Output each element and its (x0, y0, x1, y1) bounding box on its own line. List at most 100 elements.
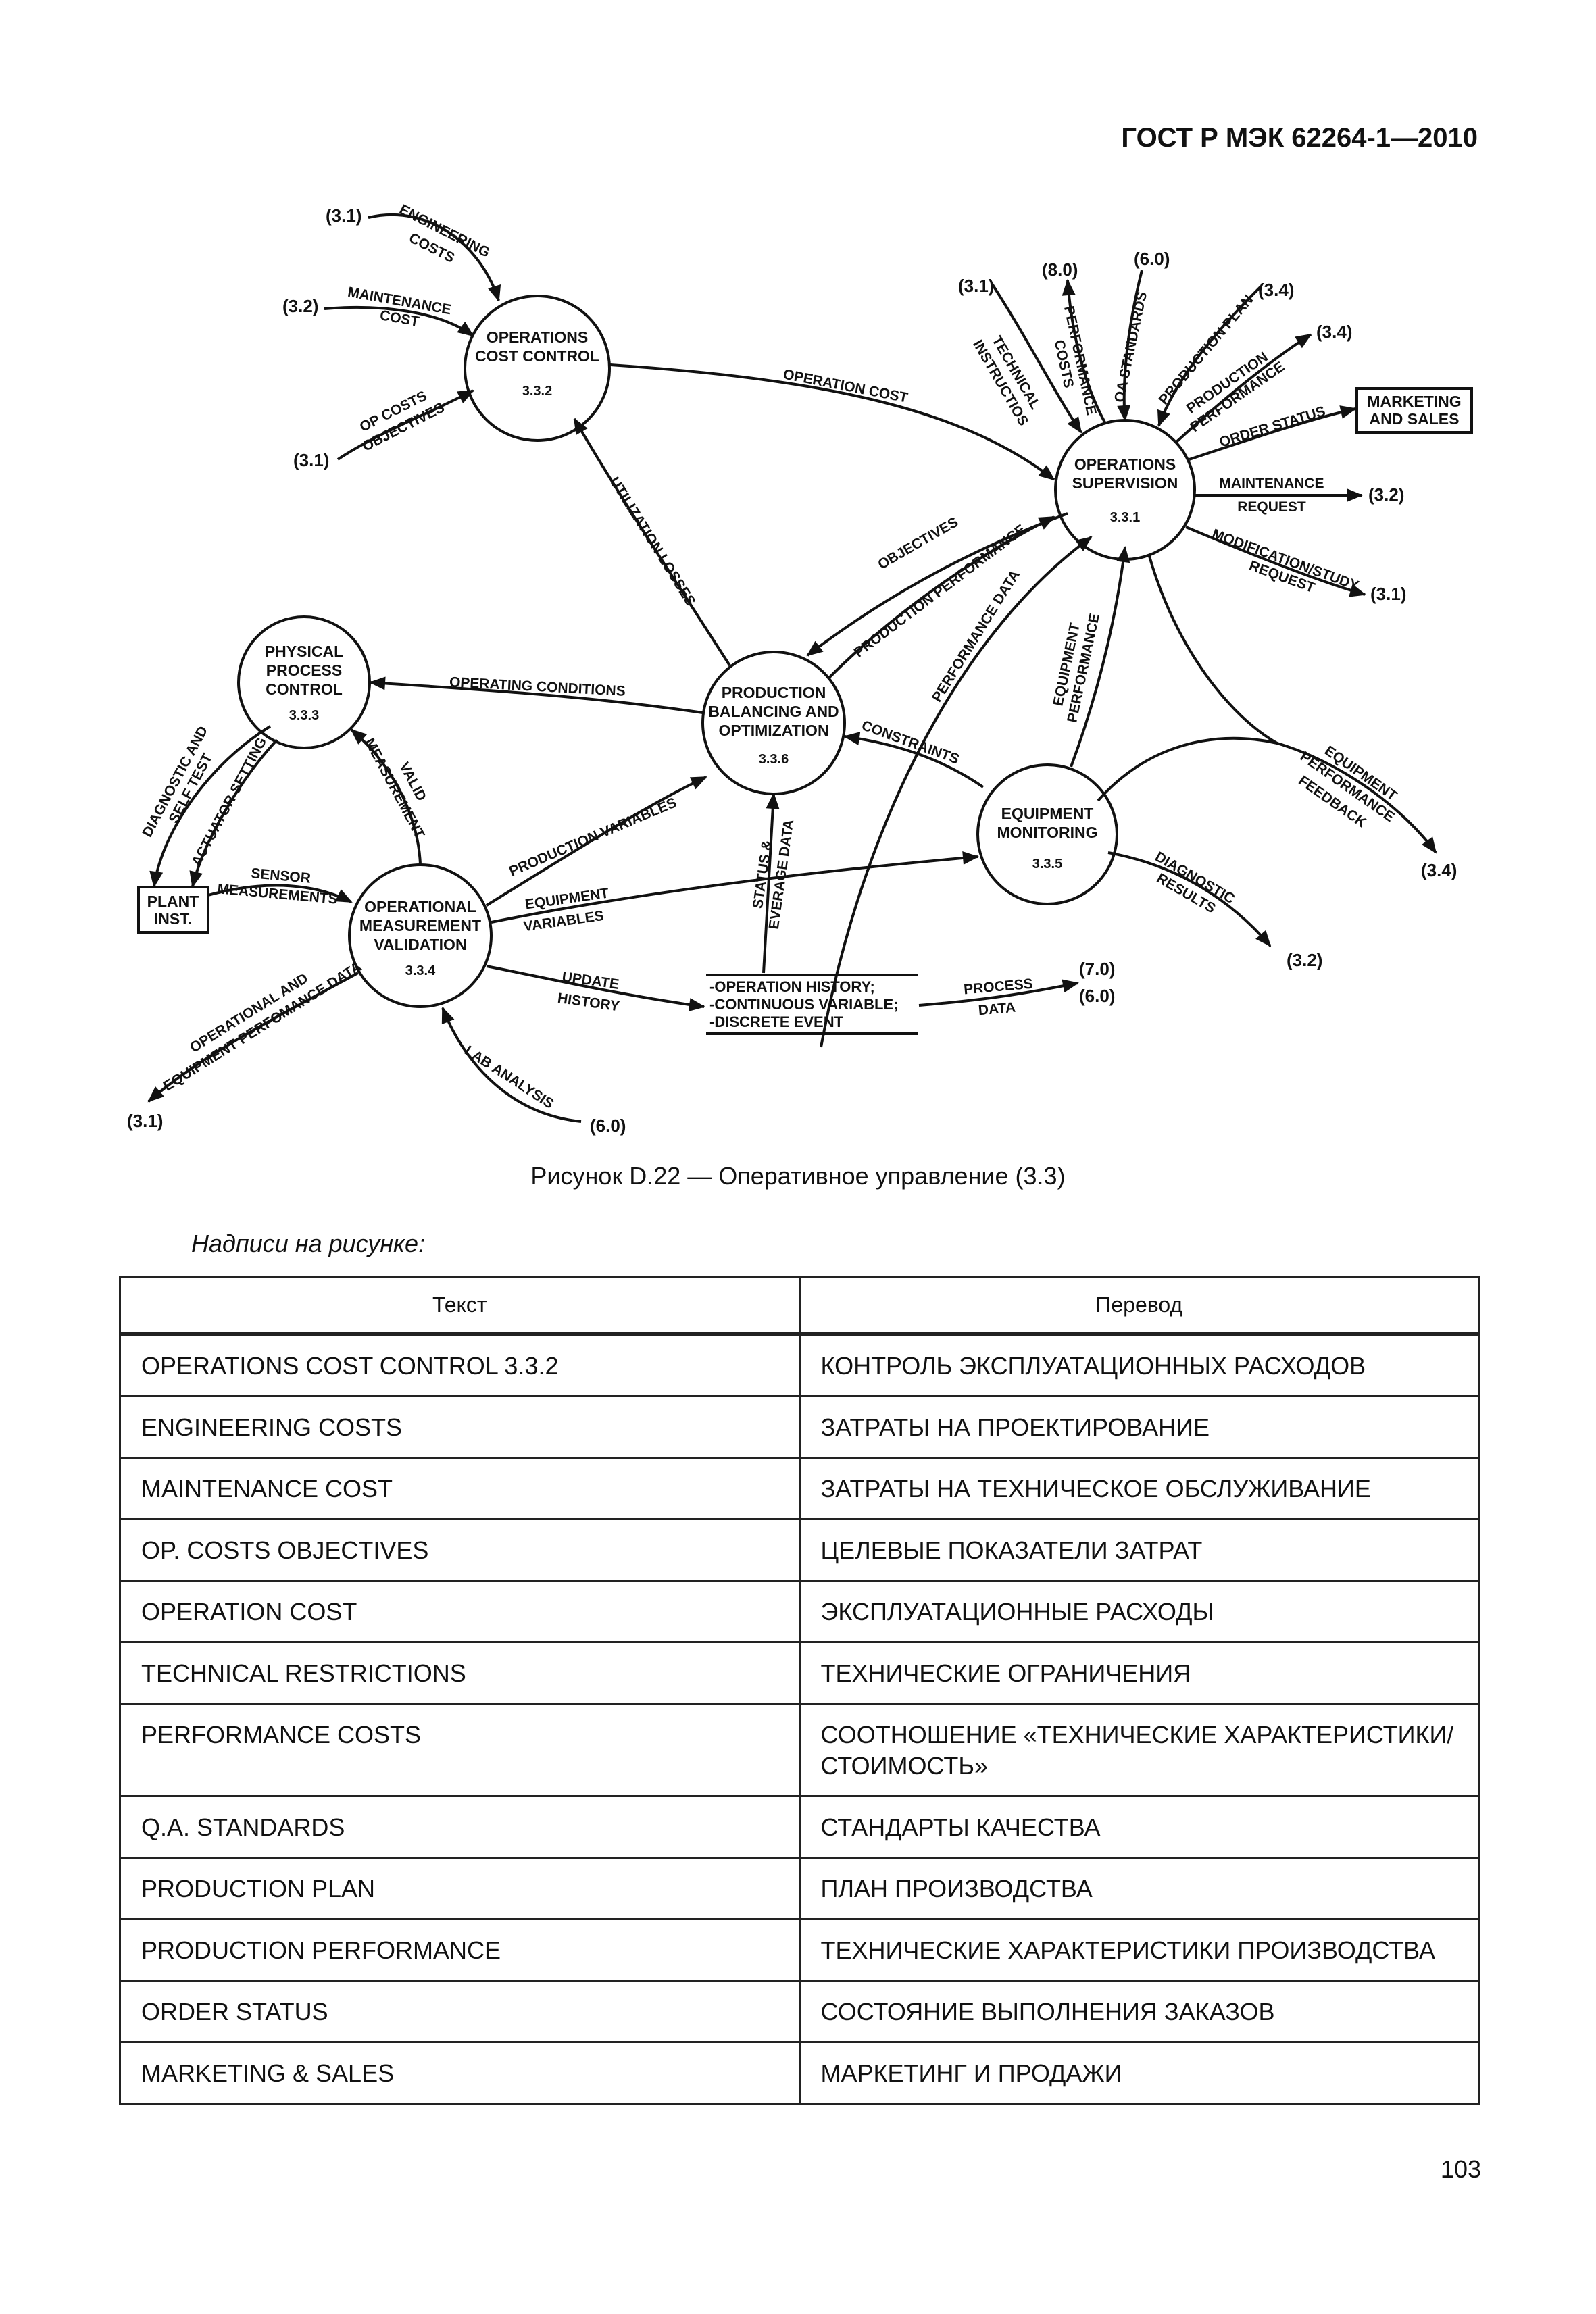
flow-process-data (918, 979, 1079, 1007)
node-cost-control-number: 3.3.2 (522, 384, 552, 399)
column-header: Текст (119, 1276, 801, 1334)
node-cost-control-label-1: OPERATIONS (487, 328, 588, 346)
standard-header: ГОСТ Р МЭК 62264-1—2010 (1121, 123, 1478, 153)
ref-label: (3.4) (1316, 322, 1352, 342)
flow-objectives (806, 512, 1068, 657)
node-monitoring-label-1: EQUIPMENT (1001, 805, 1094, 822)
flow-label-lab-analysis: LAB ANALYSIS (462, 1042, 556, 1111)
table-cell: MARKETING & SALES (119, 2041, 801, 2105)
table-cell: PRODUCTION PLAN (119, 1857, 801, 1920)
flow-operation-cost (609, 363, 1055, 481)
ref-label: (3.2) (282, 296, 318, 316)
box-plant (137, 886, 209, 934)
table-cell: Q.A. STANDARDS (119, 1795, 801, 1859)
node-balancing-label-1: PRODUCTION (722, 684, 826, 701)
table-cell: ЗАТРАТЫ НА ТЕХНИЧЕСКОЕ ОБСЛУЖИВАНИЕ (798, 1457, 1480, 1520)
flow-label-update-history-1: UPDATE (561, 969, 620, 992)
node-balancing-number: 3.3.6 (759, 752, 789, 767)
node-supervision-label-1: OPERATIONS (1074, 455, 1176, 473)
table-cell: СООТНОШЕНИЕ «ТЕХНИЧЕСКИЕ ХАРАКТЕРИСТИКИ/… (798, 1703, 1480, 1797)
flow-operational-equipment (147, 972, 359, 1103)
table-cell: OPERATION COST (119, 1580, 801, 1643)
flow-production-performance-out (1174, 333, 1312, 444)
flow-production-plan (1157, 286, 1262, 427)
table-divider (119, 1332, 1480, 1335)
table-cell: PRODUCTION PERFORMANCE (119, 1918, 801, 1982)
node-validation-label-1: OPERATIONAL (364, 898, 476, 915)
flow-performance-costs (1062, 279, 1106, 423)
flow-status (762, 793, 780, 974)
flow-utilization (573, 418, 731, 667)
ref-label: (3.1) (293, 450, 329, 470)
table-cell: МАРКЕТИНГ И ПРОДАЖИ (798, 2041, 1480, 2105)
box-marketing (1355, 387, 1473, 434)
flow-maintenance-cost (324, 305, 474, 337)
node-physical-label-1: PHYSICAL (265, 643, 343, 660)
node-physical-label-3: CONTROL (266, 680, 343, 698)
flow-label-order-status: ORDER STATUS (1218, 403, 1327, 451)
table-cell: TECHNICAL RESTRICTIONS (119, 1641, 801, 1705)
flow-label-process-data-2: DATA (978, 1000, 1016, 1019)
figure-caption: Рисунок D.22 — Оперативное управление (3… (530, 1162, 1066, 1190)
node-balancing-label-2: BALANCING AND (708, 703, 839, 720)
ref-label: (3.1) (1370, 584, 1406, 604)
flow-engineering (368, 213, 501, 302)
translation-table: Текст Перевод OPERATIONS COST CONTROL 3.… (119, 1276, 1480, 2105)
flow-technical (991, 282, 1082, 434)
ref-label: (3.4) (1421, 860, 1457, 880)
node-physical-number: 3.3.3 (289, 708, 319, 723)
flow-op-costs (336, 389, 474, 461)
table-cell: MAINTENANCE COST (119, 1457, 801, 1520)
node-cost-control (464, 295, 611, 442)
table-cell: ЭКСПЛУАТАЦИОННЫЕ РАСХОДЫ (798, 1580, 1480, 1643)
flow-label-oa-standards: OA STANDARDS (1112, 291, 1150, 404)
node-validation-number: 3.3.4 (405, 963, 436, 978)
flow-order-status (1189, 405, 1357, 461)
page-number: 103 (1440, 2155, 1481, 2183)
flow-label-maintenance-request-1: MAINTENANCE (1219, 476, 1324, 491)
flow-label-operational-2: EQUIPMENT PERFOMANCE DATA (161, 959, 364, 1094)
table-cell: OP. COSTS OBJECTIVES (119, 1518, 801, 1582)
flow-label-sensor-1: SENSOR (250, 865, 311, 886)
table-cell: ТЕХНИЧЕСКИЕ ХАРАКТЕРИСТИКИ ПРОИЗВОДСТВА (798, 1918, 1480, 1982)
ref-label: (3.4) (1258, 280, 1294, 300)
table-cell: ORDER STATUS (119, 1980, 801, 2043)
flow-supervision-feedback (1147, 553, 1278, 745)
node-monitoring-label-2: MONITORING (997, 824, 1097, 841)
table-cell: ENGINEERING COSTS (119, 1395, 801, 1459)
ref-label: (3.1) (127, 1111, 163, 1131)
table-cell: ЗАТРАТЫ НА ПРОЕКТИРОВАНИЕ (798, 1395, 1480, 1459)
ref-label: (3.2) (1368, 484, 1404, 505)
data-flow-diagram: OPERATIONS COST CONTROL 3.3.2 OPERATIONS… (127, 202, 1473, 1136)
node-cost-control-label-2: COST CONTROL (475, 347, 599, 365)
node-supervision-label-2: SUPERVISION (1072, 474, 1178, 492)
flow-performance-data (820, 536, 1093, 1048)
store-line-3: -DISCRETE EVENT (709, 1013, 844, 1030)
flow-valid (350, 728, 422, 865)
box-plant-label-1: PLANT (147, 892, 199, 910)
flow-lab-analysis (441, 1007, 582, 1123)
legend-title: Надписи на рисунке: (191, 1230, 426, 1257)
ref-label: (6.0) (1079, 986, 1115, 1006)
ref-label: (8.0) (1042, 259, 1078, 280)
flow-production-performance (826, 515, 1055, 680)
flow-sensor (207, 884, 353, 903)
flow-operating-conditions (369, 676, 703, 714)
table-header-row: Текст Перевод (119, 1276, 1480, 1334)
flow-label-equipment-variables-2: VARIABLES (522, 908, 605, 934)
flow-constraints (843, 732, 984, 788)
ref-label: (6.0) (1134, 249, 1170, 269)
ref-label: (3.2) (1287, 950, 1322, 970)
flow-label-objectives: OBJECTIVES (875, 514, 961, 572)
table-cell: PERFORMANCE COSTS (119, 1703, 801, 1797)
flow-equipment-variables (491, 851, 979, 924)
flow-oa-standards (1117, 270, 1143, 422)
flow-update-history (486, 965, 705, 1011)
